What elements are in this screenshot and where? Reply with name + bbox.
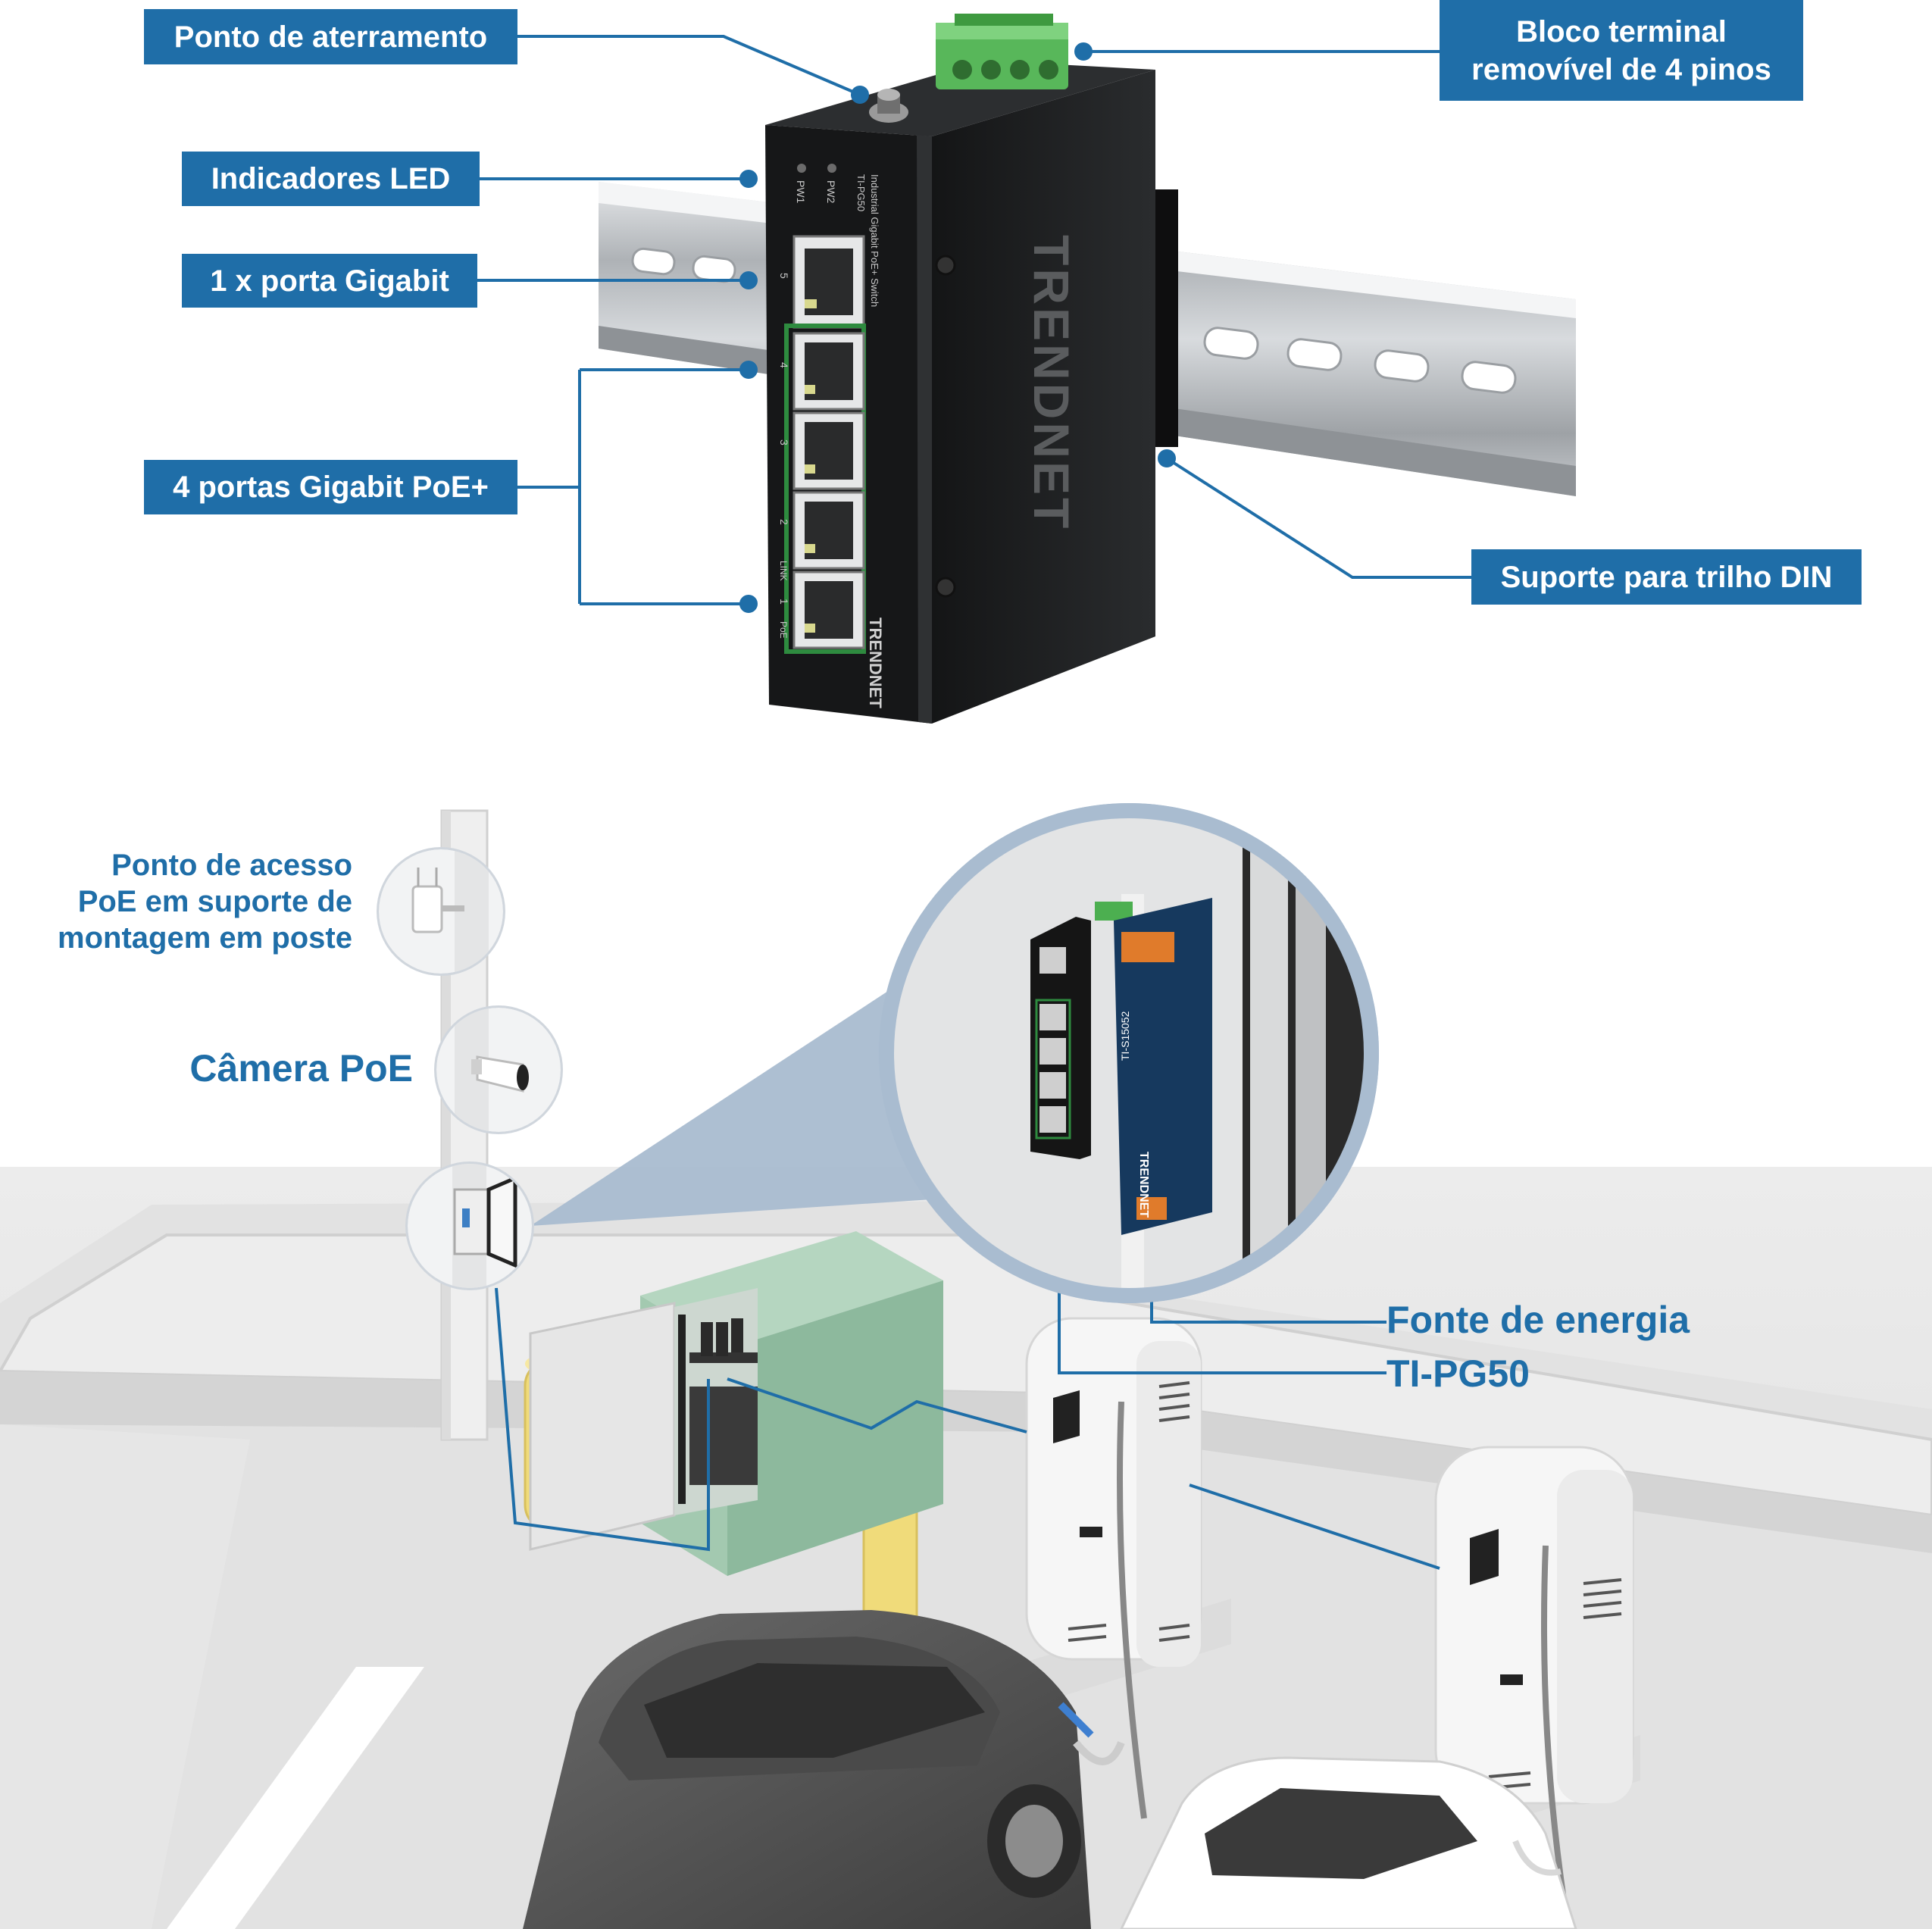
callout-terminal-line1: Bloco terminal bbox=[1516, 14, 1727, 48]
gigabit-port-5: 5 bbox=[778, 235, 865, 329]
led-pw2-label: PW2 bbox=[825, 180, 837, 204]
ground-screw-icon bbox=[869, 89, 908, 123]
enclosure-circle bbox=[405, 1161, 534, 1290]
callout-terminal-block: Bloco terminal removível de 4 pinos bbox=[1440, 0, 1803, 101]
label-access-point-line2: PoE em suporte de bbox=[77, 885, 352, 918]
led-pw1-label: PW1 bbox=[795, 180, 807, 204]
port-number-4: 4 bbox=[778, 362, 790, 368]
enclosure-icon bbox=[453, 1175, 517, 1268]
product-line-label: Industrial Gigabit PoE+ Switch bbox=[869, 174, 880, 307]
label-power-supply: Fonte de energia bbox=[1386, 1299, 1690, 1341]
zoomed-switch bbox=[1030, 902, 1133, 1159]
callout-din-text: Suporte para trilho DIN bbox=[1500, 560, 1833, 594]
callout-led-text: Indicadores LED bbox=[211, 162, 451, 195]
callout-ground-point: Ponto de aterramento bbox=[144, 9, 517, 64]
callout-leaders bbox=[477, 35, 1471, 613]
callout-terminal-line2: removível de 4 pinos bbox=[1471, 52, 1771, 86]
bullet-camera-icon bbox=[471, 1055, 529, 1093]
front-model-label: TI-PG50 bbox=[855, 174, 867, 211]
callout-gigabit-port: 1 x porta Gigabit bbox=[182, 254, 477, 308]
poe-port-3: 3 bbox=[778, 411, 865, 490]
power-supply-brand: TRENDNET bbox=[1137, 1152, 1150, 1218]
pole-access-point-icon bbox=[411, 885, 443, 933]
label-access-point-line1: Ponto de acesso bbox=[111, 849, 352, 882]
label-access-point-line3: montagem em poste bbox=[58, 921, 352, 955]
terminal-block-icon bbox=[936, 14, 1068, 89]
label-access-point: Ponto de acesso PoE em suporte de montag… bbox=[15, 847, 352, 956]
access-point-circle bbox=[377, 847, 505, 976]
poe-port-2: 2 bbox=[778, 491, 865, 570]
power-supply-model: TI-S15052 bbox=[1119, 1011, 1131, 1061]
port-number-5: 5 bbox=[778, 273, 790, 279]
network-cabinet bbox=[529, 1231, 943, 1576]
camera-circle bbox=[434, 1005, 563, 1134]
callout-poe-text: 4 portas Gigabit PoE+ bbox=[173, 471, 489, 504]
led-pw2-icon bbox=[827, 164, 836, 173]
car-icon bbox=[523, 1610, 1125, 1929]
callout-poe-ports: 4 portas Gigabit PoE+ bbox=[144, 460, 517, 514]
industrial-switch: TRENDNET PW1 PW2 Industrial Gigabit PoE+… bbox=[765, 14, 1178, 724]
screw-icon bbox=[935, 577, 956, 598]
zoomed-power-supply: TI-S15052 TRENDNET bbox=[1114, 898, 1212, 1235]
port-number-1: 1 bbox=[778, 599, 790, 605]
front-brand-logo: TRENDNET bbox=[866, 617, 885, 708]
led-pw1-icon bbox=[797, 164, 806, 173]
zoom-wedge bbox=[530, 962, 966, 1226]
zoom-detail: TI-S15052 TRENDNET bbox=[879, 803, 1379, 1303]
side-brand-logo: TRENDNET bbox=[1024, 235, 1080, 531]
label-switch-model: TI-PG50 bbox=[1386, 1352, 1530, 1395]
callout-ground-text: Ponto de aterramento bbox=[174, 20, 488, 54]
din-clip-bracket bbox=[1155, 189, 1178, 447]
port-number-3: 3 bbox=[778, 439, 790, 446]
poe-label: PoE bbox=[778, 621, 789, 639]
callout-din-rail: Suporte para trilho DIN bbox=[1471, 549, 1862, 605]
port-number-2: 2 bbox=[778, 519, 790, 525]
callout-gigabit-text: 1 x porta Gigabit bbox=[210, 264, 449, 298]
link-label: LINK bbox=[778, 561, 789, 581]
poe-port-1: 1 bbox=[778, 571, 865, 649]
poe-port-4: 4 bbox=[778, 332, 865, 411]
led-indicators: PW1 PW2 Industrial Gigabit PoE+ Switch T… bbox=[795, 164, 880, 307]
label-poe-camera: Câmera PoE bbox=[189, 1047, 413, 1090]
car-icon bbox=[1120, 1756, 1577, 1929]
callout-led-indicators: Indicadores LED bbox=[182, 152, 480, 206]
screw-icon bbox=[935, 255, 956, 276]
